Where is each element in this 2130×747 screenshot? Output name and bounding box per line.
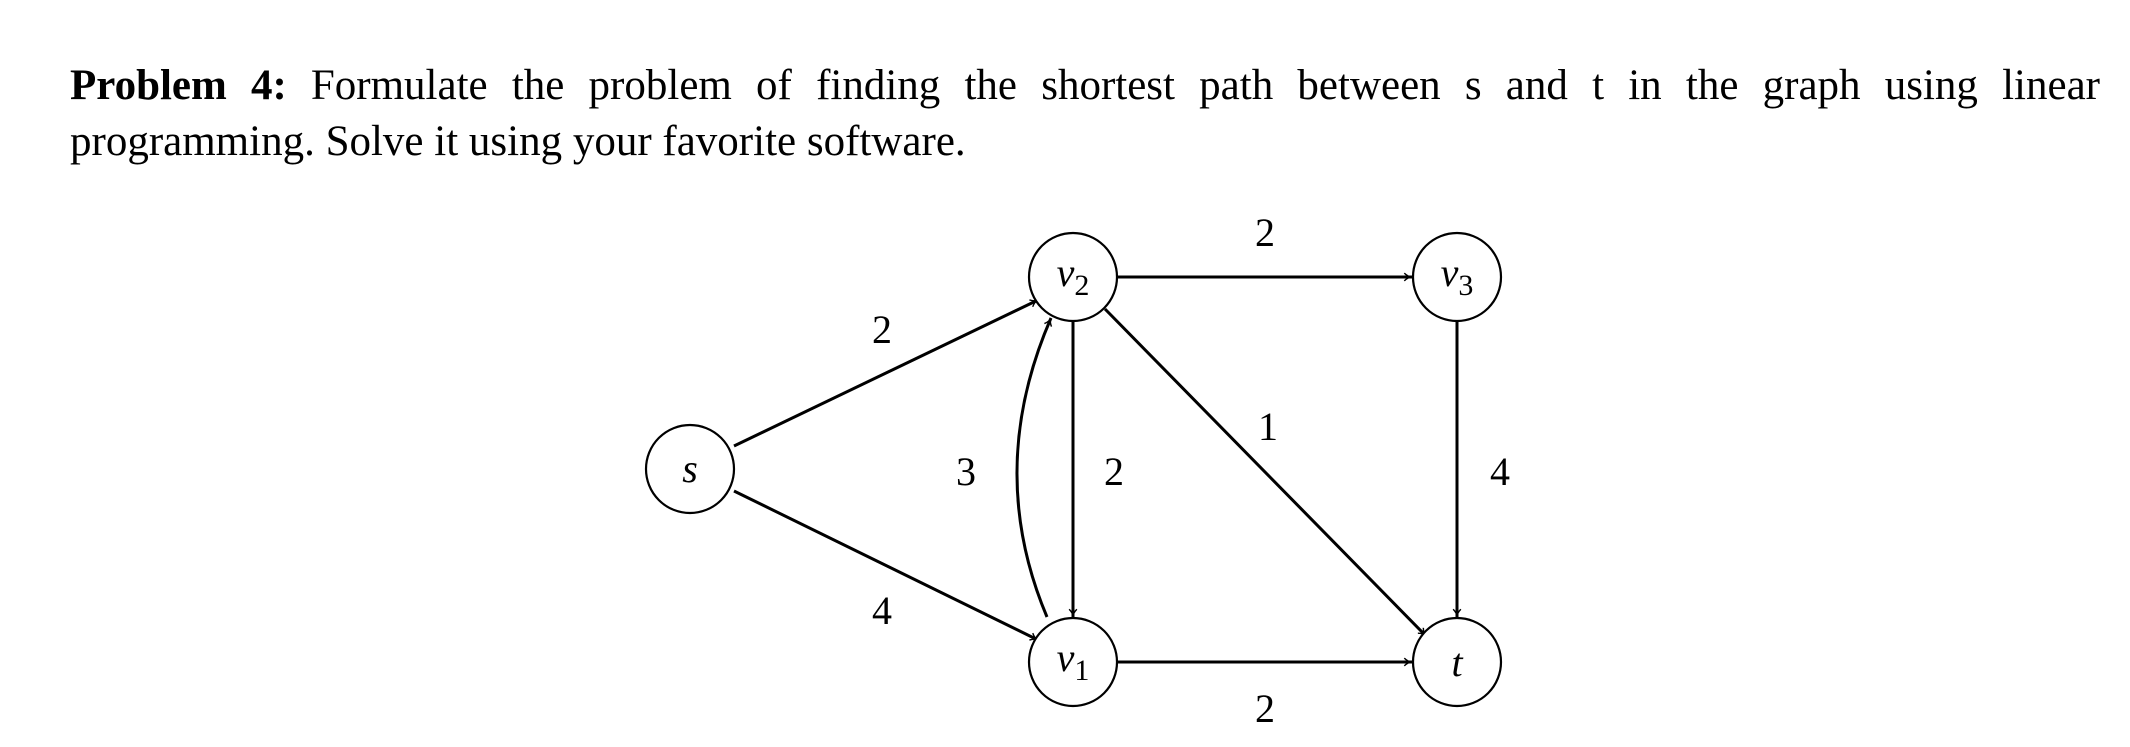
node-v3: v3 xyxy=(1411,231,1503,323)
svg-text:v2: v2 xyxy=(1057,250,1090,302)
weight-v3-t: 4 xyxy=(1490,449,1510,494)
node-v1-subscript: 1 xyxy=(1074,654,1089,687)
weight-v2-v3: 2 xyxy=(1255,210,1275,255)
weight-v2-t: 1 xyxy=(1258,404,1278,449)
svg-text:v3: v3 xyxy=(1441,250,1474,302)
node-t-label: t xyxy=(1451,640,1463,685)
weight-v1-t: 2 xyxy=(1255,686,1275,731)
edge-s-v1 xyxy=(733,489,1039,642)
weight-s-v2: 2 xyxy=(872,307,892,352)
svg-text:v1: v1 xyxy=(1057,635,1090,687)
node-v1: v1 xyxy=(1027,616,1119,708)
node-v3-label: v xyxy=(1441,250,1459,295)
problem-text: Formulate the problem of finding the sho… xyxy=(70,62,2100,165)
node-v3-subscript: 3 xyxy=(1458,269,1473,302)
node-v1-label: v xyxy=(1057,635,1075,680)
problem-statement: Problem 4:Formulate the problem of findi… xyxy=(70,58,2100,170)
edge-v1-v2 xyxy=(1015,317,1053,618)
weight-v1-v2: 3 xyxy=(956,449,976,494)
problem-label: Problem 4: xyxy=(70,62,287,109)
node-v2-subscript: 2 xyxy=(1074,269,1089,302)
weight-v2-v1: 2 xyxy=(1104,449,1124,494)
edge-s-v2 xyxy=(733,298,1039,448)
node-s: s xyxy=(644,423,736,515)
node-v2-label: v xyxy=(1057,250,1075,295)
weight-s-v1: 4 xyxy=(872,588,892,633)
node-t: t xyxy=(1411,616,1503,708)
node-v2: v2 xyxy=(1027,231,1119,323)
edge-v2-t xyxy=(1103,307,1428,638)
node-s-label: s xyxy=(682,446,698,491)
